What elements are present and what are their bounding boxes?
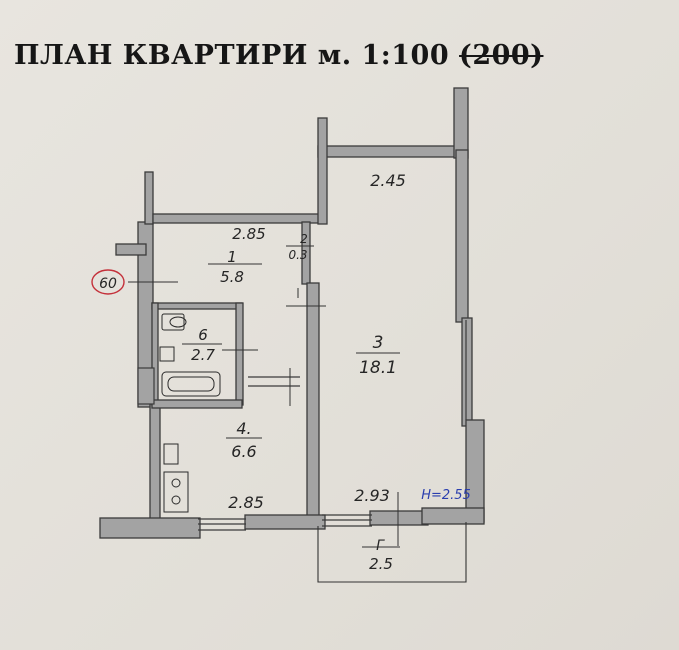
windows-and-openings — [137, 320, 467, 531]
bathtub-icon — [161, 371, 221, 397]
room-4-area: 6.6 — [231, 442, 256, 461]
walls — [99, 87, 485, 539]
room-1-number: 1 — [227, 248, 237, 266]
dimension-bottom-room-3: 2.93 — [354, 486, 390, 505]
stove-icon — [163, 471, 189, 513]
ceiling-height-label: H=2.55 — [421, 488, 471, 503]
sink-icon — [159, 346, 175, 362]
dimension-room-3-top: 2.45 — [370, 171, 406, 190]
dimension-bottom-room-4: 2.85 — [228, 493, 264, 512]
plan-title: ПЛАН КВАРТИРИ м. 1:100 (200) — [14, 40, 543, 71]
room-2-area: 0.3 — [288, 248, 307, 262]
room-6-number: 6 — [198, 326, 208, 344]
kitchen-sink-icon — [163, 443, 179, 465]
plan-title-struck-scale: (200) — [459, 40, 544, 71]
balcony-number: Г — [376, 538, 385, 554]
room-2-number: 2 — [300, 232, 308, 246]
balcony-area: 2.5 — [369, 555, 393, 573]
room-3-number: 3 — [373, 333, 384, 353]
dimension-top-rooms: 2.85 — [232, 225, 265, 243]
fixtures — [159, 313, 221, 513]
annotation-lines — [128, 245, 400, 548]
bay-outline — [317, 522, 467, 583]
plan-title-main: ПЛАН КВАРТИРИ м. 1:100 — [14, 40, 450, 71]
toilet-icon — [161, 313, 187, 331]
room-4-number: 4. — [236, 419, 251, 438]
room-1-area: 5.8 — [220, 268, 244, 286]
marker-label: 60 — [99, 276, 117, 292]
room-6-area: 2.7 — [191, 346, 215, 364]
room-3-area: 18.1 — [359, 358, 397, 378]
marker-circle — [91, 269, 125, 295]
